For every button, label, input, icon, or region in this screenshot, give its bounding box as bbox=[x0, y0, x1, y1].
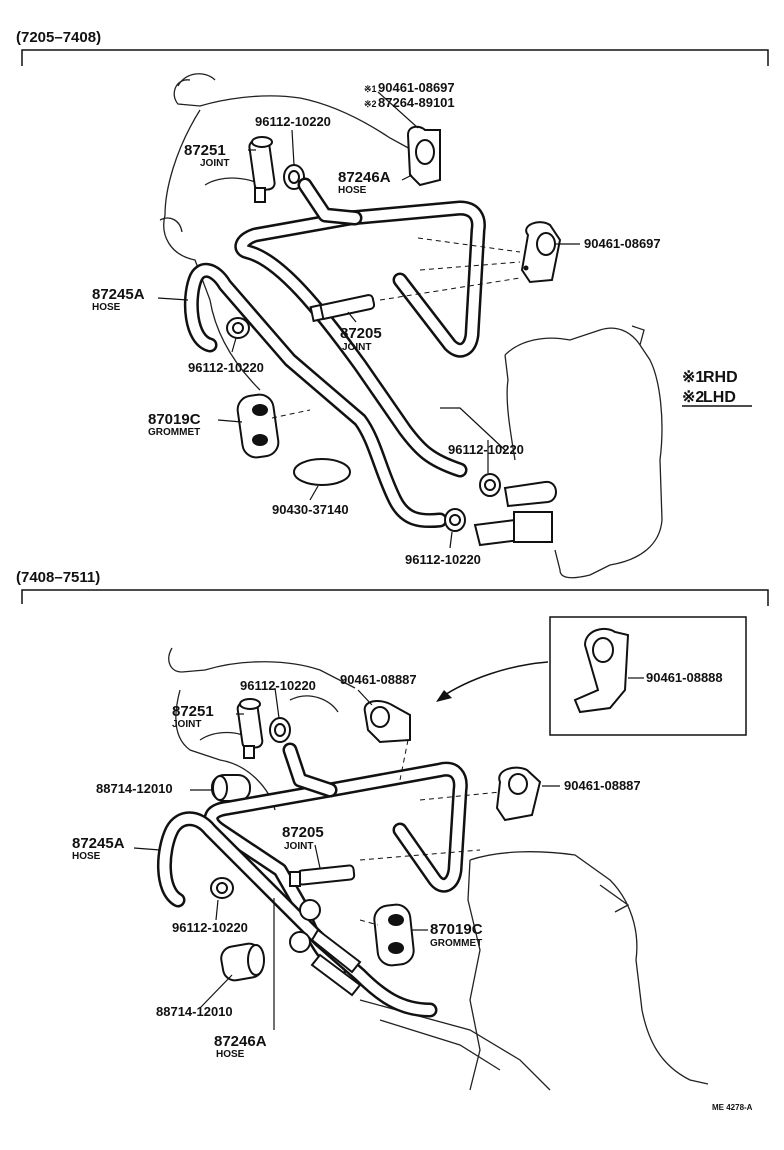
label-grommet-name: GROMMET bbox=[430, 938, 482, 949]
label-grommet: 87019C bbox=[148, 411, 201, 428]
callout-mark-1: ※1 bbox=[364, 84, 377, 94]
clamp-96112-mid-right bbox=[479, 473, 501, 497]
label-hose-87246a: 87246A bbox=[214, 1033, 267, 1050]
label-clip-right: 90461-08887 bbox=[564, 778, 641, 793]
sleeve-88714-upper bbox=[211, 774, 251, 802]
clip-90461-08887-upper bbox=[363, 699, 411, 744]
clamp-96112-left-bottom bbox=[210, 877, 234, 899]
section-2-range: (7408–7511) bbox=[16, 569, 100, 586]
joint-87205-bottom-part bbox=[289, 864, 356, 887]
section-2-bracket bbox=[21, 589, 769, 606]
hose-87246a-top bbox=[234, 200, 486, 478]
inset-box: 90461-08888 bbox=[549, 616, 747, 736]
label-clamp-top: 96112-10220 bbox=[255, 114, 331, 129]
label-hose-87245a-name: HOSE bbox=[92, 302, 121, 313]
legend-lhd-text: LHD bbox=[703, 389, 736, 406]
label-clip-right: 90461-08697 bbox=[584, 236, 661, 251]
grommet-87019c-top bbox=[236, 393, 280, 459]
engine-block-outline-bottom bbox=[168, 647, 356, 811]
label-joint-87205-name: JOINT bbox=[342, 342, 371, 353]
clamp-96112-top-bottom bbox=[269, 717, 291, 743]
clip-90461-08697-top bbox=[406, 125, 441, 187]
label-hose-87246a: 87246A bbox=[338, 169, 391, 186]
clip-90461-08697-right bbox=[520, 221, 562, 284]
label-clamp-top: 96112-10220 bbox=[240, 678, 316, 693]
label-sleeve-upper: 88714-12010 bbox=[96, 781, 173, 796]
footer-code: ME 4278-A bbox=[712, 1103, 753, 1112]
legend-rhd-text: RHD bbox=[703, 369, 738, 386]
label-joint-87205: 87205 bbox=[282, 824, 324, 841]
label-joint-87205: 87205 bbox=[340, 325, 382, 342]
hose-87245a-bottom bbox=[157, 811, 438, 1018]
sleeve-88714-lower bbox=[220, 942, 265, 982]
gasket-90430-37140 bbox=[293, 458, 351, 486]
label-hose-87246a-name: HOSE bbox=[338, 185, 367, 196]
label-clamp-left: 96112-10220 bbox=[188, 360, 264, 375]
section-1-bracket bbox=[21, 49, 769, 66]
label-clamp-mid-right: 96112-10220 bbox=[448, 442, 524, 457]
label-clamp-bottom: 96112-10220 bbox=[405, 552, 481, 567]
clip-90461-08887-right bbox=[495, 766, 542, 822]
clamp-96112-bottom bbox=[444, 508, 466, 532]
legend: ※1 RHD ※2 LHD bbox=[682, 369, 752, 407]
label-joint-87251-name: JOINT bbox=[172, 719, 201, 730]
label-grommet: 87019C bbox=[430, 921, 483, 938]
label-clip-inset: 90461-08888 bbox=[646, 670, 723, 685]
grommet-87019c-bottom bbox=[373, 903, 415, 967]
label-joint-87251: 87251 bbox=[172, 703, 214, 720]
engine-block-outline-lower-right bbox=[467, 851, 709, 1091]
label-joint-87251: 87251 bbox=[184, 142, 226, 159]
label-joint-87251-name: JOINT bbox=[200, 158, 229, 169]
clamp-96112-left bbox=[226, 317, 250, 339]
callout-mark-2: ※2 bbox=[364, 99, 377, 109]
label-hose-87245a: 87245A bbox=[92, 286, 145, 303]
section-2: (7408–7511) 90461-08888 bbox=[16, 569, 769, 1091]
label-hose-87245a: 87245A bbox=[72, 835, 125, 852]
engine-block-outline-top bbox=[159, 79, 413, 391]
callout-pn-1: 90461-08697 bbox=[378, 80, 455, 95]
hose-87245a-top bbox=[183, 263, 448, 529]
engine-block-outline-right bbox=[504, 325, 663, 579]
label-clamp-left: 96112-10220 bbox=[172, 920, 248, 935]
clamp-pair-lower bbox=[289, 899, 362, 997]
inset-arrow bbox=[439, 661, 549, 699]
valve-box bbox=[513, 511, 553, 543]
section-1: (7205–7408) bbox=[16, 29, 769, 579]
section-1-range: (7205–7408) bbox=[16, 29, 101, 46]
label-clip-upper: 90461-08887 bbox=[340, 672, 417, 687]
label-hose-87246a-name: HOSE bbox=[216, 1049, 245, 1060]
label-joint-87205-name: JOINT bbox=[284, 841, 313, 852]
joint-87205-top-part bbox=[309, 294, 376, 323]
legend-lhd-mark: ※2 bbox=[682, 389, 704, 406]
joint-87251-top-part bbox=[248, 136, 276, 203]
label-gasket: 90430-37140 bbox=[272, 502, 349, 517]
joint-87251-bottom-part bbox=[236, 698, 264, 759]
label-grommet-name: GROMMET bbox=[148, 427, 200, 438]
label-sleeve-lower: 88714-12010 bbox=[156, 1004, 233, 1019]
label-hose-87245a-name: HOSE bbox=[72, 851, 101, 862]
callout-pn-2: 87264-89101 bbox=[378, 95, 455, 110]
legend-rhd-mark: ※1 bbox=[682, 369, 704, 386]
